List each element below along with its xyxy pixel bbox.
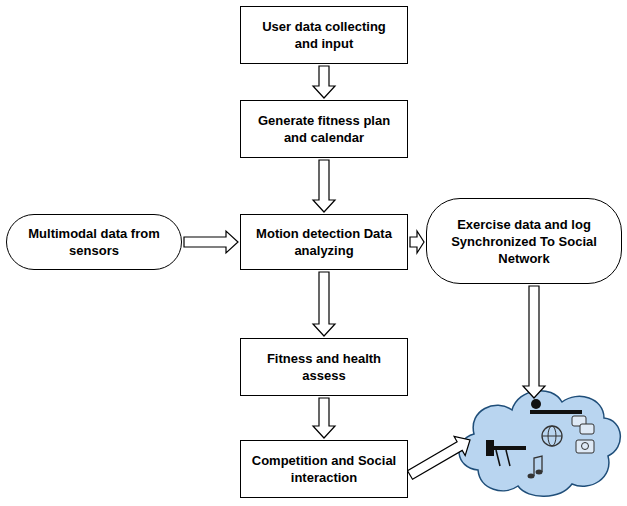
node-label: User data collecting and input <box>249 18 399 52</box>
cloud-arrow <box>523 286 545 398</box>
cloud <box>459 391 620 497</box>
process-box: Competition and Social interaction <box>240 440 408 498</box>
cloud-arrow <box>408 437 471 480</box>
node-label: Generate fitness plan and calendar <box>249 112 399 146</box>
node-label: Fitness and health assess <box>249 350 399 384</box>
rounded-box: Exercise data and log Synchronized To So… <box>426 198 622 284</box>
rounded-box: Multimodal data from sensors <box>6 214 182 270</box>
process-box: User data collecting and input <box>240 6 408 64</box>
hollow-arrow <box>410 231 424 253</box>
hollow-arrow <box>313 398 335 438</box>
node-label: Exercise data and log Synchronized To So… <box>435 216 613 267</box>
process-box: Generate fitness plan and calendar <box>240 100 408 158</box>
node-label: Multimodal data from sensors <box>15 225 173 259</box>
process-box: Fitness and health assess <box>240 338 408 396</box>
process-box: Motion detection Data analyzing <box>240 214 408 270</box>
node-label: Motion detection Data analyzing <box>249 225 399 259</box>
hollow-arrow <box>313 160 335 212</box>
hollow-arrow <box>313 272 335 336</box>
node-label: Competition and Social interaction <box>249 452 399 486</box>
hollow-arrow <box>184 231 238 253</box>
hollow-arrow <box>313 66 335 98</box>
